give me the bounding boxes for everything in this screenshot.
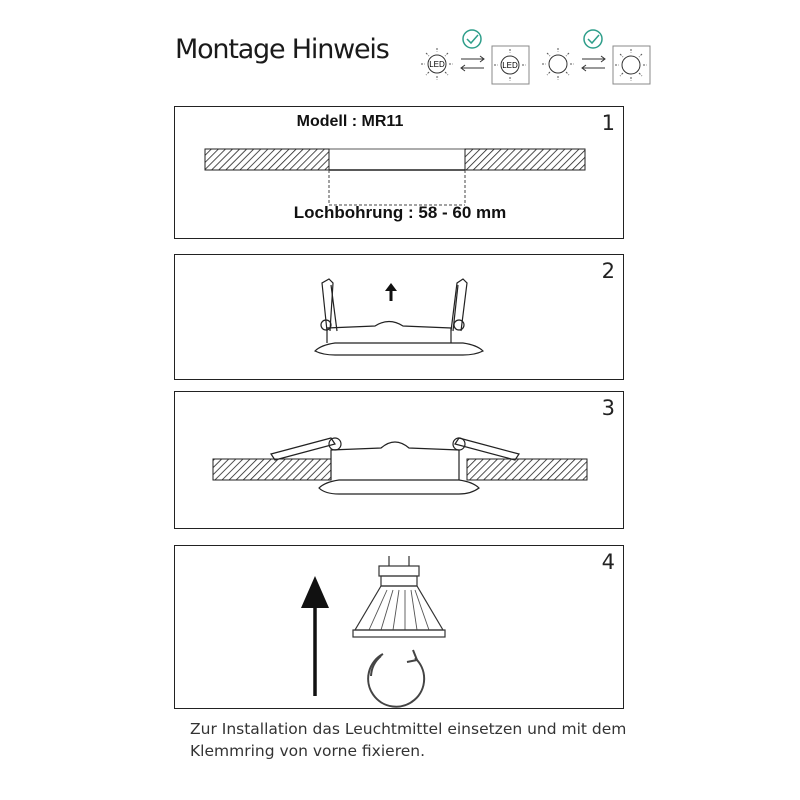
sun-bulb-boxed-icon	[612, 45, 651, 85]
hole-size-label: Lochbohrung : 58 - 60 mm	[293, 203, 507, 222]
step-number: 2	[601, 259, 615, 283]
mounted-fixture	[270, 437, 520, 495]
installation-caption: Zur Installation das Leuchtmittel einset…	[190, 718, 630, 762]
compatibility-legend: LED LED	[412, 26, 662, 92]
step-4-panel: 4	[174, 545, 624, 709]
caption-line-1: Zur Installation das Leuchtmittel einset…	[190, 720, 627, 738]
step-2-panel: 2	[174, 254, 624, 380]
led-bulb-icon: LED	[421, 48, 453, 80]
swap-arrows-icon-2	[581, 55, 606, 72]
led-label-left: LED	[429, 60, 445, 69]
page-title: Montage Hinweis	[175, 34, 390, 65]
hole-dashed-guide	[328, 170, 466, 206]
led-bulb-boxed-icon: LED	[491, 45, 530, 85]
ceiling-cross-section	[212, 458, 588, 481]
step-3-panel: 3	[174, 391, 624, 529]
step-1-panel: Modell : MR11 Lochbohrung : 58 - 60 mm 1	[174, 106, 624, 239]
check-circle-icon	[462, 29, 482, 49]
swap-arrows-icon	[460, 55, 485, 72]
up-arrow-icon	[385, 283, 397, 301]
mr11-bulb-icon	[352, 556, 446, 638]
step-number: 3	[601, 396, 615, 420]
check-circle-icon-2	[583, 29, 603, 49]
up-arrow-icon	[301, 576, 329, 696]
step-number: 1	[601, 111, 615, 135]
step-number: 4	[601, 550, 615, 574]
fixture-with-clips	[313, 278, 485, 356]
sun-bulb-icon	[542, 48, 574, 80]
clamp-ring-rotate-icon	[367, 649, 426, 708]
model-label: Modell : MR11	[296, 113, 404, 130]
led-label-right: LED	[502, 61, 518, 70]
ceiling-cross-section	[204, 148, 586, 171]
caption-line-2: Klemmring von vorne fixieren.	[190, 742, 426, 760]
